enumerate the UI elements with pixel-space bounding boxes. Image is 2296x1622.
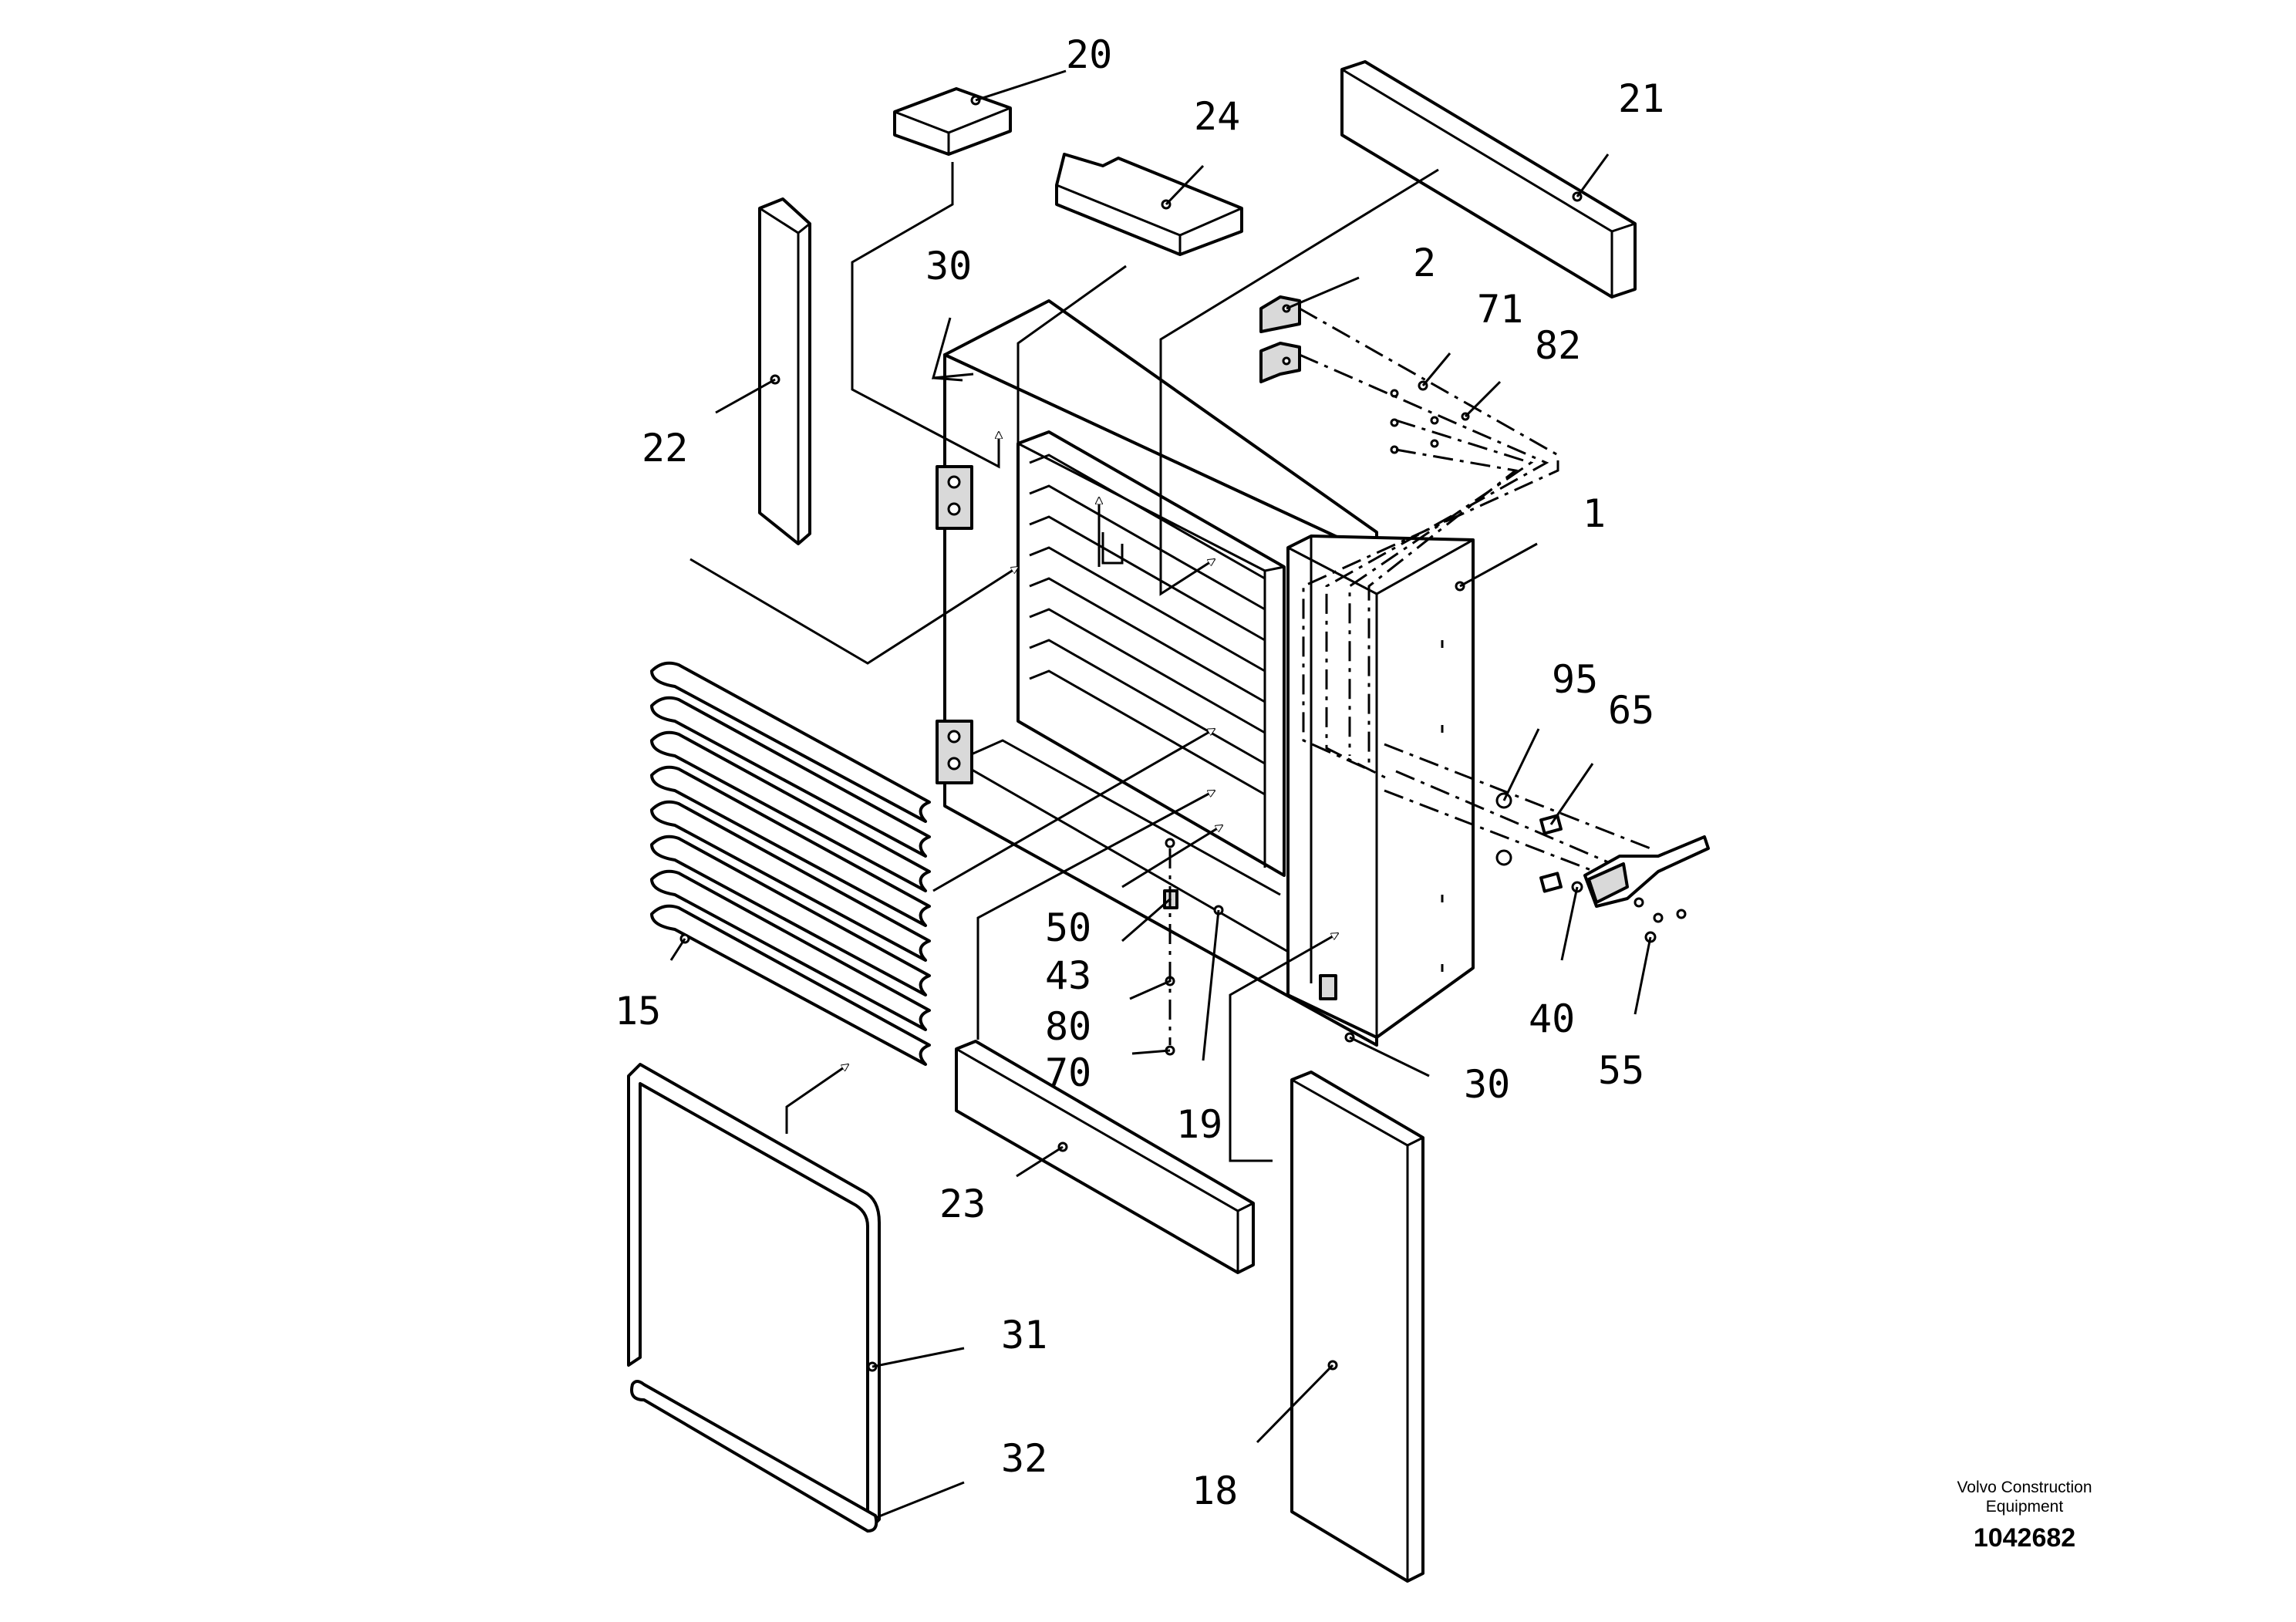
part-21-bar [1340, 60, 1637, 298]
brand-line-2: Equipment [1986, 1498, 2064, 1516]
fasteners-71-82 [1390, 380, 1470, 454]
callout-95: 95 [1552, 657, 1598, 702]
part-2-hinges [1259, 295, 1301, 383]
part-22-bar [758, 197, 811, 545]
callout-20: 20 [1066, 32, 1112, 77]
callout-21: 21 [1618, 76, 1664, 121]
callout-70: 70 [1045, 1050, 1091, 1095]
callout-55: 55 [1598, 1048, 1644, 1093]
part-24-plate [1055, 153, 1243, 256]
callout-32: 32 [1001, 1436, 1047, 1481]
brand-line-1: Volvo Construction [1957, 1479, 2092, 1496]
callout-1: 1 [1583, 491, 1606, 536]
latch-assembly [1384, 743, 1710, 943]
part-15-louvres [650, 661, 931, 1066]
part-32-seal-strip [630, 1380, 878, 1533]
callout-18: 18 [1192, 1469, 1238, 1513]
callout-80: 80 [1045, 1004, 1091, 1049]
callout-23: 23 [939, 1182, 986, 1226]
callout-65: 65 [1608, 688, 1654, 733]
callout-31: 31 [1001, 1313, 1047, 1357]
callout-71: 71 [1477, 287, 1523, 332]
part-23-bar [955, 1040, 1255, 1274]
callout-15: 15 [615, 989, 661, 1034]
part-18-panel [1290, 1071, 1424, 1583]
callout-30-top: 30 [925, 244, 972, 288]
leader-lines [669, 69, 1652, 1519]
callout-43: 43 [1045, 953, 1091, 998]
callout-40: 40 [1529, 996, 1575, 1041]
callout-19: 19 [1176, 1102, 1222, 1147]
assembly-lines-hinge [1299, 307, 1559, 781]
callout-labels: 20 24 21 30 2 71 82 22 1 95 65 15 50 43 … [615, 32, 1664, 1513]
main-frame-part-1 [936, 299, 1475, 1047]
callout-24: 24 [1194, 94, 1240, 139]
callout-2: 2 [1413, 241, 1436, 285]
part-20-block [893, 87, 1012, 156]
callout-50: 50 [1045, 905, 1091, 950]
document-number: 1042682 [1974, 1523, 2075, 1553]
brand-block: Volvo Construction Equipment 1042682 [1957, 1479, 2092, 1553]
callout-82: 82 [1535, 323, 1581, 368]
callout-22: 22 [642, 426, 688, 470]
callout-30-bottom: 30 [1464, 1062, 1510, 1107]
